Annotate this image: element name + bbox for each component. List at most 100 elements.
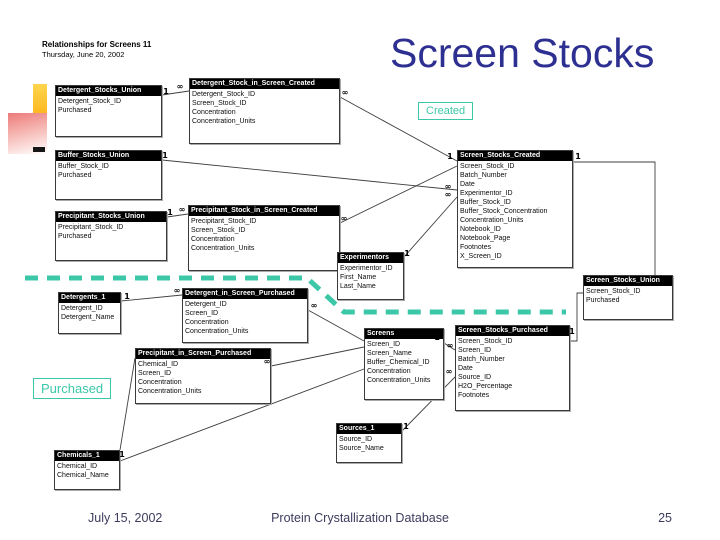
entity-table-title: Screens <box>365 329 443 339</box>
cardinality-one: 1 <box>119 450 125 459</box>
relationship-line <box>339 165 458 224</box>
entity-field: Concentration_Units <box>460 217 524 224</box>
entity-field: Purchased <box>58 172 92 179</box>
entity-field: Screen_Stock_ID <box>192 100 247 107</box>
entity-field: Experimentor_ID <box>340 265 393 272</box>
entity-field: Concentration <box>367 368 411 375</box>
entity-field: Concentration <box>192 109 236 116</box>
footer-title: Protein Crystallization Database <box>271 511 449 525</box>
entity-field: Concentration <box>185 319 229 326</box>
entity-table-title: Screen_Stocks_Created <box>458 151 572 161</box>
footer-date: July 15, 2002 <box>88 511 163 525</box>
cardinality-one: 1 <box>124 292 130 301</box>
entity-field: Screen_Stock_ID <box>458 338 513 345</box>
cardinality-many-icon: ∞ <box>173 286 181 295</box>
entity-field: Concentration_Units <box>367 377 431 384</box>
cardinality-many-icon: ∞ <box>446 341 454 350</box>
entity-table-title: Detergent_Stock_in_Screen_Created <box>190 79 339 89</box>
cardinality-one: 1 <box>447 152 453 161</box>
entity-table-title: Sources_1 <box>337 424 401 434</box>
cardinality-many-icon: ∞ <box>176 82 184 91</box>
entity-field: Footnotes <box>458 392 490 399</box>
entity-field: Precipitant_Stock_ID <box>58 224 124 231</box>
cardinality-many-icon: ∞ <box>444 190 452 199</box>
entity-field: Source_Name <box>339 445 384 452</box>
entity-field: Screen_ID <box>185 310 219 317</box>
relationship-line <box>403 196 458 258</box>
decor-black-dash <box>33 147 45 152</box>
entity-field: Screen_ID <box>458 347 492 354</box>
entity-field: Date <box>458 365 473 372</box>
entity-field: Chemical_ID <box>57 463 98 470</box>
entity-field: Buffer_Stock_ID <box>460 199 511 206</box>
entity-field: Detergent_Stock_ID <box>192 91 256 98</box>
entity-field: Concentration_Units <box>185 328 249 335</box>
entity-field: Detergent_Stock_ID <box>58 98 122 105</box>
relationships-note-title: Relationships for Screens 11 <box>42 40 152 49</box>
entity-field: Footnotes <box>460 244 492 251</box>
cardinality-one: 1 <box>569 327 575 336</box>
cardinality-many-icon: ∞ <box>341 88 349 97</box>
relationships-note: Relationships for Screens 11 Thursday, J… <box>42 40 151 59</box>
entity-field: Buffer_Stock_ID <box>58 163 109 170</box>
entity-field: Buffer_Chemical_ID <box>367 359 430 366</box>
cardinality-many-icon: ∞ <box>178 205 186 214</box>
entity-table-title: Experimentors <box>338 253 403 263</box>
entity-field: Chemical_ID <box>138 361 179 368</box>
entity-field: X_Screen_ID <box>460 253 502 260</box>
cardinality-many-icon: ∞ <box>340 214 348 223</box>
relationship-line <box>270 346 365 367</box>
entity-table-title: Detergent_Stocks_Union <box>56 86 161 96</box>
entity-field: Screen_Name <box>367 350 412 357</box>
entity-field: Notebook_Page <box>460 235 511 242</box>
entity-table-title: Precipitant_Stock_in_Screen_Created <box>189 206 339 216</box>
cardinality-one: 1 <box>162 151 168 160</box>
entity-field: Concentration_Units <box>191 245 255 252</box>
entity-field: Detergent_ID <box>185 301 227 308</box>
relationship-line <box>573 161 656 275</box>
entity-table-title: Chemicals_1 <box>55 451 119 461</box>
cardinality-many-icon: ∞ <box>444 182 452 191</box>
entity-field: Purchased <box>58 233 92 240</box>
slide-title: Screen Stocks <box>390 30 655 76</box>
entity-field: Precipitant_Stock_ID <box>191 218 257 225</box>
created-label: Created <box>418 102 474 120</box>
entity-field: Date <box>460 181 475 188</box>
footer-page-number: 25 <box>658 511 672 525</box>
entity-field: H2O_Percentage <box>458 383 513 390</box>
entity-field: Buffer_Stock_Concentration <box>460 208 548 215</box>
entity-field: Concentration <box>138 379 182 386</box>
entity-field: Screen_Stock_ID <box>191 227 246 234</box>
cardinality-many-icon: ∞ <box>263 357 271 366</box>
entity-field: Source_ID <box>458 374 492 381</box>
entity-field: Experimentor_ID <box>460 190 513 197</box>
entity-table-title: Detergents_1 <box>59 293 120 303</box>
entity-field: Source_ID <box>339 436 373 443</box>
entity-field: Detergent_ID <box>61 305 103 312</box>
entity-field: Detergent_Name <box>61 314 115 321</box>
entity-field: Screen_ID <box>367 341 401 348</box>
cardinality-one: 1 <box>575 152 581 161</box>
entity-table-title: Detergent_in_Screen_Purchased <box>183 289 307 299</box>
entity-table-title: Precipitant_in_Screen_Purchased <box>136 349 270 359</box>
entity-field: First_Name <box>340 274 377 281</box>
relationship-line <box>119 357 136 451</box>
relationships-note-date: Thursday, June 20, 2002 <box>42 50 125 59</box>
entity-field: Batch_Number <box>458 356 505 363</box>
entity-field: Screen_ID <box>138 370 172 377</box>
entity-field: Purchased <box>58 107 92 114</box>
